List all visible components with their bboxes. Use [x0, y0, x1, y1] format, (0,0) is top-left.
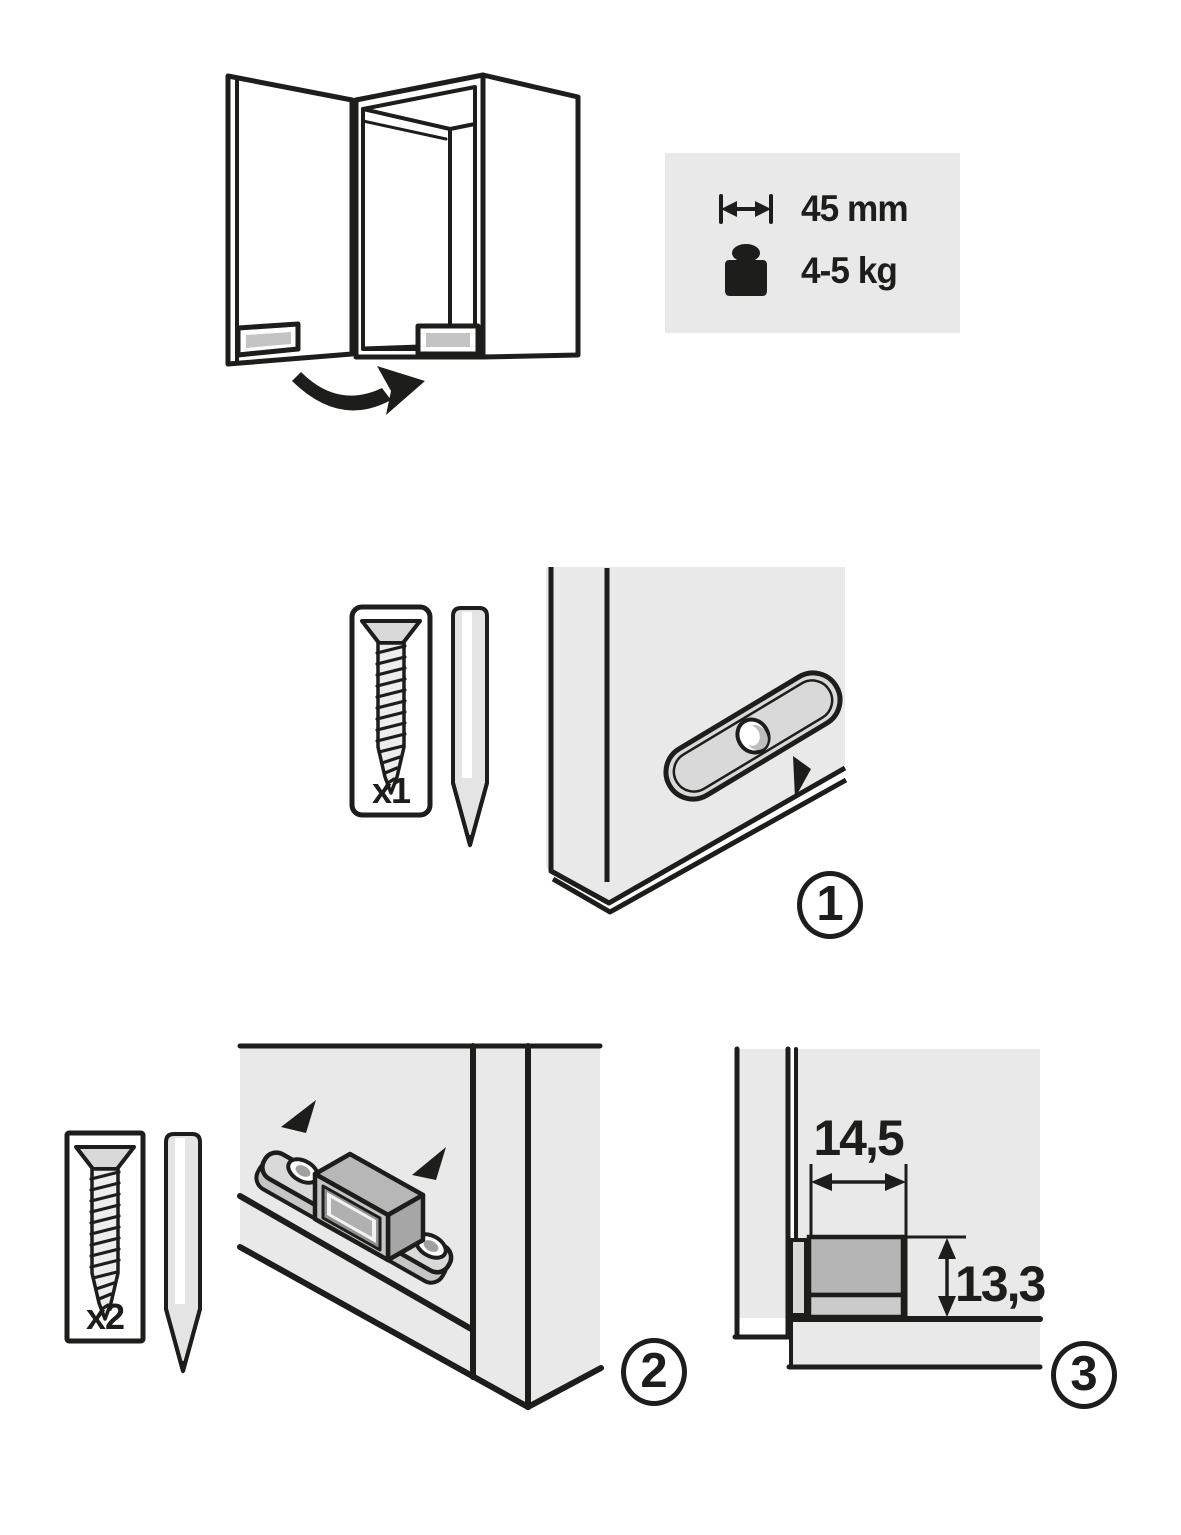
step2-number-badge: 2 [621, 1338, 687, 1406]
spec-panel: 45 mm kg 4-5 kg [665, 153, 960, 333]
step2-screw-kit: x2 [64, 1130, 146, 1344]
open-door [225, 73, 355, 367]
step2-illustration: x2 [64, 1043, 604, 1410]
catch-base-section [806, 1292, 906, 1320]
height-dimension-value: 13,3 [955, 1256, 1045, 1312]
cabinet-bottom-panel [786, 1316, 1043, 1370]
max-door-weight-value: 4-5 kg [801, 250, 898, 291]
catch-screw-hole-left [286, 1157, 320, 1185]
strike-plate-section [789, 1238, 808, 1317]
kg-icon-label: kg [730, 264, 762, 294]
kg-weight-icon: kg [717, 244, 775, 298]
phillips-screwdriver-icon [164, 1132, 202, 1376]
step1-illustration: x1 [349, 567, 848, 915]
step1-screw-count: x1 [372, 770, 411, 811]
magnetic-catch [254, 1150, 454, 1285]
cabinet-overview-illustration [225, 72, 581, 415]
spec-row-weight: kg 4-5 kg [717, 244, 960, 298]
cabinet-inside-corner [237, 1043, 604, 1410]
insert-direction-arrow-icon [793, 756, 811, 798]
step1-number-badge: 1 [797, 871, 863, 939]
strike-plate [663, 670, 843, 802]
mount-direction-arrow-icon [412, 1147, 446, 1180]
step3-number-badge: 3 [1051, 1341, 1117, 1409]
max-door-width-value: 45 mm [801, 188, 909, 229]
width-dimension-arrow [809, 1164, 908, 1318]
door-bottom-corner [546, 567, 848, 915]
step3-number: 3 [1070, 1346, 1098, 1401]
height-dimension-arrow [903, 1235, 966, 1317]
cabinet-body [353, 72, 581, 360]
phillips-screwdriver-icon [451, 606, 489, 850]
spec-row-width: 45 mm [717, 188, 960, 230]
step1-number: 1 [816, 876, 844, 931]
step2-screw-count: x2 [86, 1296, 124, 1337]
section-view: 14,5 13,3 [732, 1046, 1047, 1370]
catch-body-section [806, 1234, 906, 1298]
step3-illustration: 14,5 13,3 [732, 1046, 1047, 1370]
catch-screw-hole-right [414, 1232, 448, 1260]
catch-magnet-housing [312, 1151, 426, 1263]
cabinet-magnetic-catch [415, 323, 481, 357]
strike-plate-screw-hole [735, 717, 771, 755]
mount-direction-arrow-icon [281, 1100, 316, 1133]
door-swing-arrow-icon [292, 366, 425, 415]
horizontal-span-arrow-icon [717, 194, 775, 224]
step1-screw-kit: x1 [349, 604, 433, 818]
width-dimension-value: 14,5 [813, 1110, 904, 1166]
door-magnet-plate [235, 321, 301, 358]
step2-number: 2 [640, 1343, 668, 1398]
